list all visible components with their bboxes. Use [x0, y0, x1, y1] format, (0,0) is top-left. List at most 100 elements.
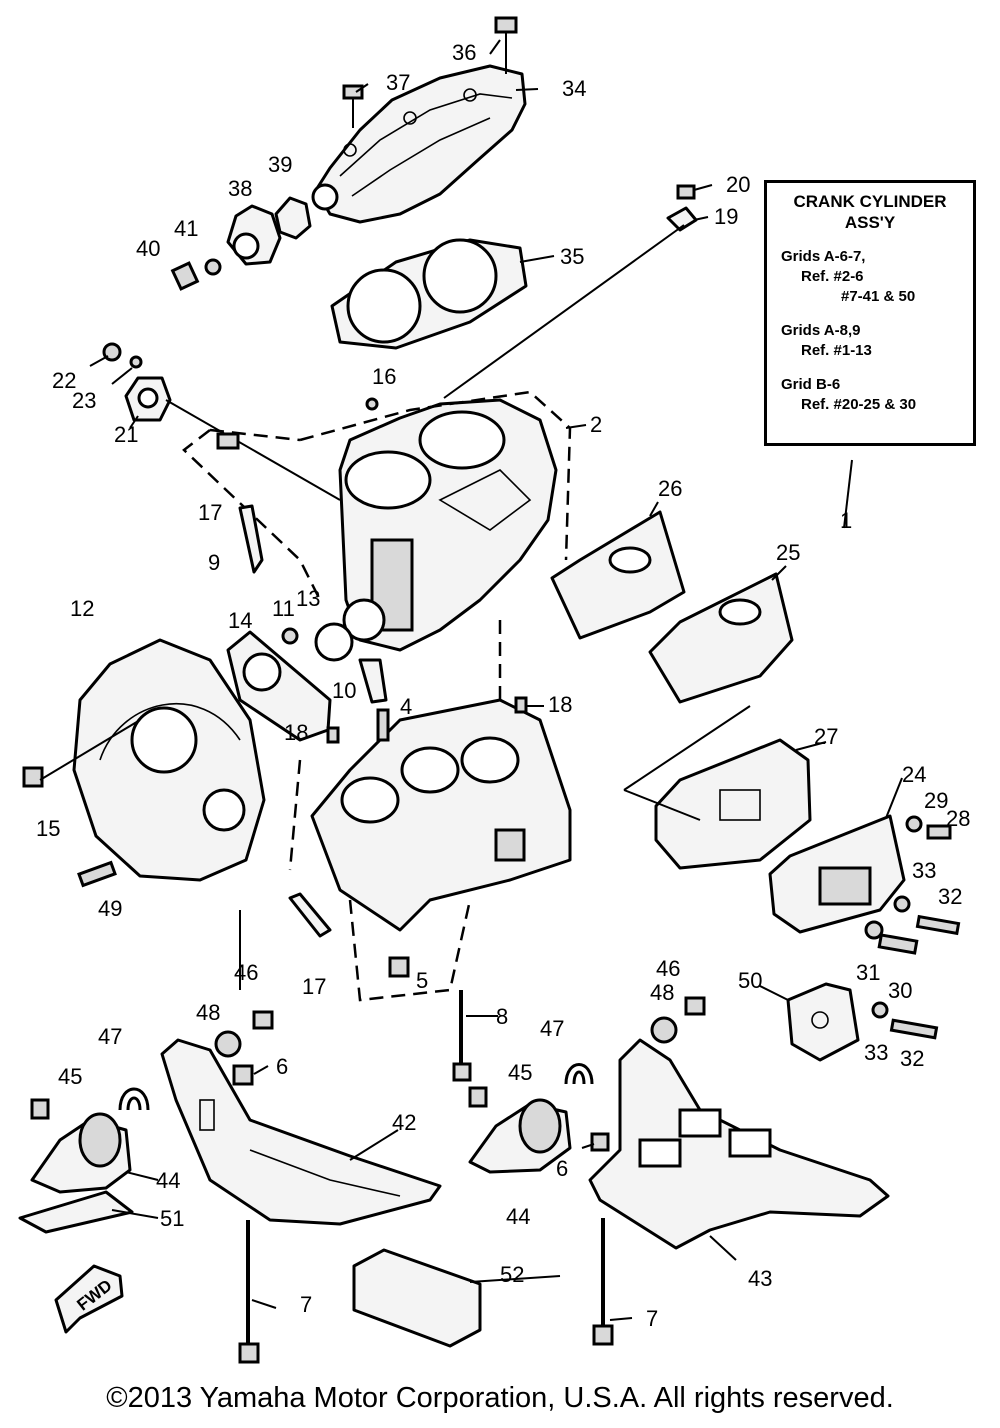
washer-31[interactable] — [864, 920, 884, 940]
bolt-5[interactable] — [388, 956, 410, 978]
dowel-18a[interactable] — [514, 696, 528, 714]
bolt-32[interactable] — [915, 914, 961, 936]
bolt-7b[interactable] — [592, 1218, 614, 1346]
group-grid: Grids A-8,9 — [781, 322, 861, 339]
callout-10: 10 — [332, 678, 356, 703]
callout-32: 32 — [938, 884, 962, 909]
flywheel-cover-12[interactable] — [72, 638, 266, 882]
callout-7: 7 — [300, 1292, 312, 1317]
bolt-28[interactable] — [926, 824, 952, 840]
callout-1: 1 — [840, 508, 852, 533]
clip-47b[interactable] — [564, 1063, 594, 1085]
thermostat-cover-38[interactable] — [226, 204, 282, 266]
bolt-46b[interactable] — [684, 996, 706, 1016]
bushing-6b[interactable] — [590, 1132, 610, 1152]
callout-36: 36 — [452, 40, 476, 65]
callout-26: 26 — [658, 476, 682, 501]
clip-16[interactable] — [365, 397, 379, 411]
bolt-30[interactable] — [877, 933, 919, 955]
callout-47: 47 — [540, 1016, 564, 1041]
callout-5: 5 — [416, 968, 428, 993]
bolt-49[interactable] — [77, 860, 117, 888]
callout-44: 44 — [506, 1204, 530, 1229]
engine-bed-43[interactable] — [588, 1038, 890, 1250]
washer-33b[interactable] — [871, 1001, 889, 1019]
callout-6: 6 — [556, 1156, 568, 1181]
bolt-46a[interactable] — [252, 1010, 274, 1030]
callout-33: 33 — [912, 858, 936, 883]
callout-16: 16 — [372, 364, 396, 389]
clip-47a[interactable] — [118, 1087, 150, 1111]
callout-24: 24 — [902, 762, 926, 787]
washer-29[interactable] — [905, 815, 923, 833]
callout-45: 45 — [58, 1064, 82, 1089]
group-ref2: #7-41 & 50 — [841, 288, 916, 305]
bolt-7a[interactable] — [238, 1220, 260, 1364]
cover-21[interactable] — [124, 376, 172, 422]
bolt-8[interactable] — [452, 990, 472, 1082]
nipple-3[interactable] — [216, 432, 240, 450]
exhaust-plate-26[interactable] — [550, 510, 686, 640]
callout-27: 27 — [814, 724, 838, 749]
washer-48a[interactable] — [214, 1030, 242, 1058]
callout-45: 45 — [508, 1060, 532, 1085]
callout-20: 20 — [726, 172, 750, 197]
callout-33: 33 — [864, 1040, 888, 1065]
oil-seal-13[interactable] — [314, 622, 354, 662]
cylinder-block-2[interactable] — [338, 398, 558, 652]
callout-43: 43 — [748, 1266, 772, 1291]
group-ref: Ref. #2-6 — [801, 268, 864, 285]
dowel-18b[interactable] — [326, 726, 340, 744]
infobox-group: Grids A-8,9 Ref. #1-13 — [781, 321, 973, 361]
copyright-notice: ©2013 Yamaha Motor Corporation, U.S.A. A… — [106, 1382, 894, 1414]
group-ref: Ref. #20-25 & 30 — [801, 396, 917, 413]
plate-27[interactable] — [654, 738, 812, 870]
callout-51: 51 — [160, 1206, 184, 1231]
callout-labels: 2 4 5 6 6 7 7 8 9 10 11 12 13 14 15 16 1… — [36, 40, 970, 1331]
bolt-45a[interactable] — [30, 1098, 50, 1120]
callout-34: 34 — [562, 76, 586, 101]
washer-23[interactable] — [129, 355, 143, 369]
pad-52[interactable] — [352, 1248, 482, 1348]
gasket-39[interactable] — [274, 196, 312, 240]
bolt-40[interactable] — [170, 261, 200, 291]
bolt-36[interactable] — [494, 16, 518, 74]
callout-14: 14 — [228, 608, 252, 633]
callout-7: 7 — [646, 1306, 658, 1331]
callout-47: 47 — [98, 1024, 122, 1049]
bushing-6a[interactable] — [232, 1064, 254, 1086]
washer-41[interactable] — [204, 258, 222, 276]
callout-22: 22 — [52, 368, 76, 393]
callout-11: 11 — [272, 596, 295, 621]
engine-bed-42[interactable] — [160, 1038, 442, 1226]
bracket-50[interactable] — [786, 982, 860, 1062]
head-gasket-35[interactable] — [330, 238, 528, 350]
callout-35: 35 — [560, 244, 584, 269]
callout-41: 41 — [174, 216, 198, 241]
exhaust-cover-25[interactable] — [648, 572, 794, 704]
plate-51[interactable] — [18, 1190, 134, 1234]
pipe-10[interactable] — [358, 658, 388, 704]
head-cover-34[interactable] — [311, 64, 527, 224]
bolt-4[interactable] — [376, 708, 390, 742]
engine-mount-44a[interactable] — [30, 1112, 132, 1194]
bolt-15[interactable] — [22, 766, 44, 788]
hose-9[interactable] — [238, 504, 264, 574]
crankcase[interactable] — [310, 698, 572, 932]
bolt-37[interactable] — [342, 84, 364, 128]
callout-48: 48 — [196, 1000, 220, 1025]
bolt-20[interactable] — [676, 184, 696, 200]
callout-4: 4 — [400, 694, 412, 719]
clip-11[interactable] — [281, 627, 299, 645]
engine-mount-44b[interactable] — [468, 1098, 572, 1174]
bolt-45b[interactable] — [468, 1086, 488, 1108]
infobox-group: Grid B-6 Ref. #20-25 & 30 — [781, 375, 973, 415]
callout-29: 29 — [924, 788, 948, 813]
cover-24[interactable] — [768, 814, 906, 934]
callout-52: 52 — [500, 1262, 524, 1287]
bolt-32b[interactable] — [889, 1018, 939, 1040]
washer-48b[interactable] — [650, 1016, 678, 1044]
infobox-title: CRANK CYLINDER ASS'Y — [767, 191, 973, 233]
hose-17[interactable] — [288, 892, 332, 938]
washer-33[interactable] — [893, 895, 911, 913]
